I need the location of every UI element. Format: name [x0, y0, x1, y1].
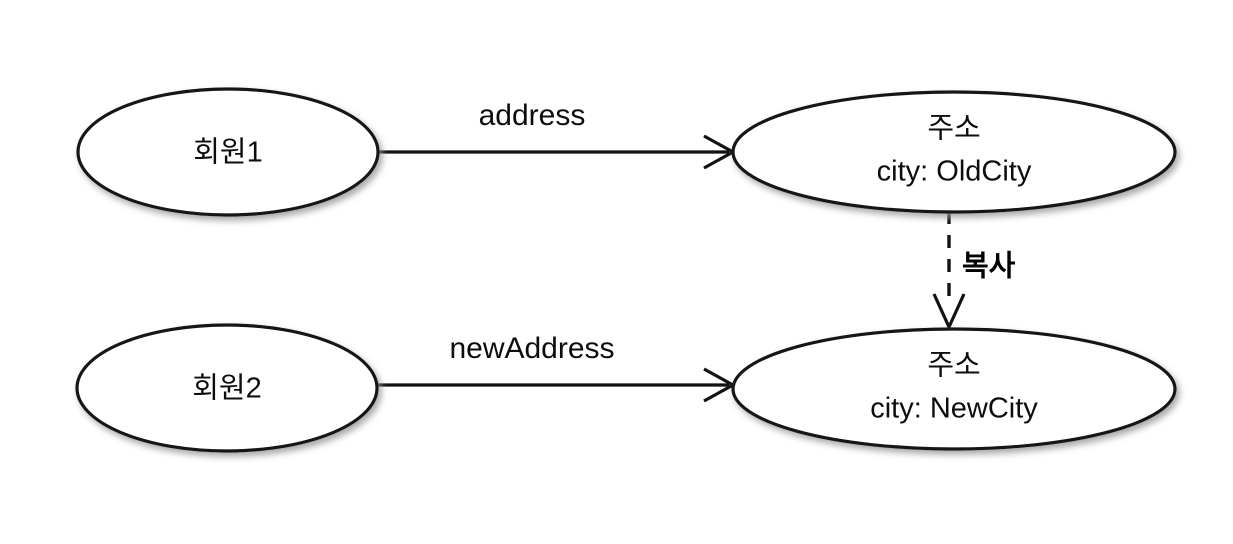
member2-node[interactable]: 회원2 — [75, 323, 379, 453]
address-new-node[interactable]: 주소 city: NewCity — [731, 327, 1177, 451]
member1-node[interactable]: 회원1 — [76, 87, 380, 217]
member1-node-label: 회원1 — [193, 136, 263, 169]
member2-node-shape — [75, 323, 379, 453]
copy-edge-label: 복사 — [962, 250, 1016, 283]
member2-node-label: 회원2 — [192, 372, 262, 405]
address-old-node-shape — [731, 90, 1177, 214]
address-old-node-city: city: OldCity — [877, 156, 1032, 188]
new-address-edge-label: newAddress — [449, 332, 614, 365]
address-old-node[interactable]: 주소 city: OldCity — [731, 90, 1177, 214]
address-edge-label: address — [479, 99, 586, 132]
member1-node-shape — [76, 87, 380, 217]
address-edge[interactable]: address — [378, 99, 737, 170]
new-address-edge[interactable]: newAddress — [376, 332, 737, 403]
address-new-node-title: 주소 — [927, 350, 980, 382]
copy-edge[interactable]: 복사 — [932, 211, 1016, 331]
address-old-node-title: 주소 — [927, 113, 980, 145]
copy-edge-arrowhead — [932, 293, 966, 331]
address-new-node-city: city: NewCity — [870, 393, 1038, 425]
address-new-node-shape — [731, 327, 1177, 451]
